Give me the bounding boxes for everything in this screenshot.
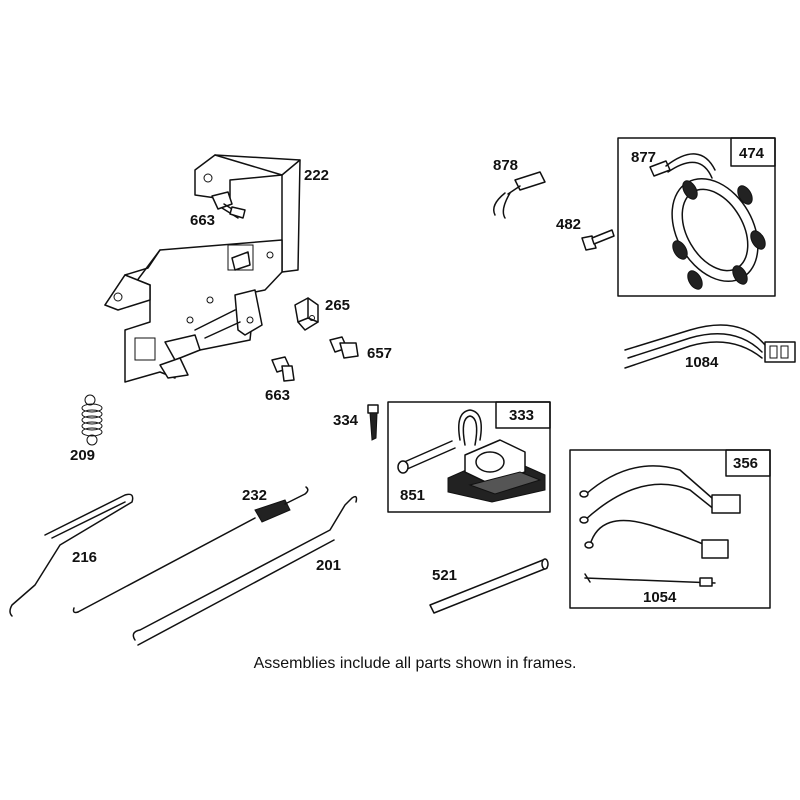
screw-657-drawing [329,336,359,359]
screw-334-drawing [367,404,379,441]
wire-kit-frame [569,449,771,609]
part-label-474: 474 [739,145,765,162]
harness-1084-drawing [624,324,796,369]
diagram-caption: Assemblies include all parts shown in fr… [254,655,577,672]
part-label-482: 482 [556,216,581,233]
part-label-877: 877 [631,149,656,166]
part-label-232: 232 [242,487,267,504]
part-label-1054: 1054 [643,589,677,606]
control-bracket-drawing [104,154,301,383]
part-label-201: 201 [316,557,341,574]
part-label-663-top: 663 [190,212,215,229]
ignition-module-frame [387,401,551,513]
screw-663-lower-drawing [271,356,295,382]
part-label-222: 222 [304,167,329,184]
part-label-209: 209 [70,447,95,464]
clip-265-drawing [294,297,319,331]
part-label-333: 333 [509,407,534,424]
part-label-265: 265 [325,297,350,314]
part-label-334: 334 [333,412,359,429]
rod-216-drawing [9,493,134,617]
part-label-657: 657 [367,345,392,362]
part-label-663-lower: 663 [265,387,290,404]
part-label-1084: 1084 [685,354,719,371]
screw-482-drawing [581,229,615,251]
part-label-356: 356 [733,455,758,472]
tube-521-drawing [429,558,549,614]
part-label-878: 878 [493,157,518,174]
spring-209-drawing [81,394,103,446]
screw-663-top-drawing [211,191,246,219]
part-label-521: 521 [432,567,457,584]
part-label-851: 851 [400,487,425,504]
part-label-216: 216 [72,549,97,566]
rod-201-drawing [132,495,358,646]
spring-wire-232-drawing [72,486,309,614]
connector-878-drawing [493,171,546,219]
alternator-frame [617,137,776,297]
